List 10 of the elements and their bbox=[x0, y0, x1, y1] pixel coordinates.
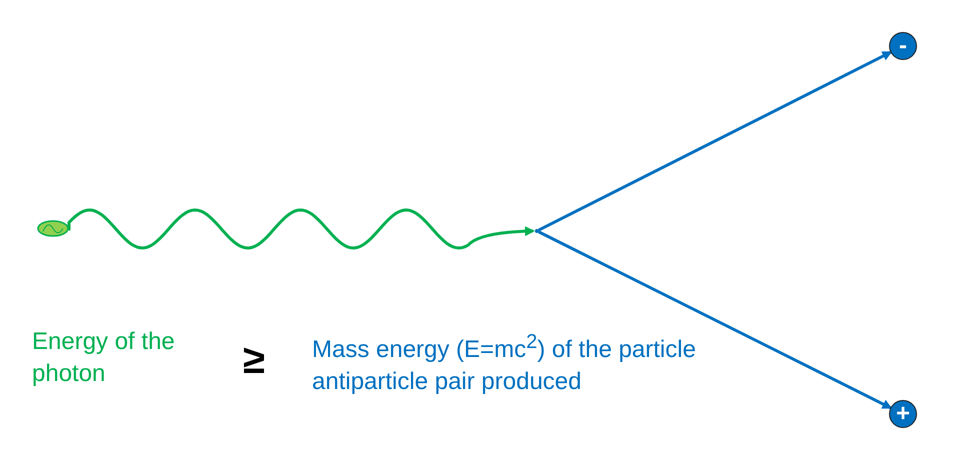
particle-circle: + bbox=[889, 400, 917, 428]
mass-energy-label: Mass energy (E=mc$^{2}$) of the particle antiparticle pair produced bbox=[312, 330, 697, 397]
arrow bbox=[538, 230, 892, 410]
greater-equal-sign: ≥ bbox=[243, 337, 266, 384]
particle-circle: - bbox=[889, 32, 917, 60]
wavy-arrow bbox=[68, 208, 535, 250]
arrow bbox=[538, 50, 892, 232]
photon-icon bbox=[37, 220, 69, 237]
vertex-point bbox=[535, 229, 539, 233]
photon-energy-label: Energy of the photon bbox=[32, 327, 176, 389]
